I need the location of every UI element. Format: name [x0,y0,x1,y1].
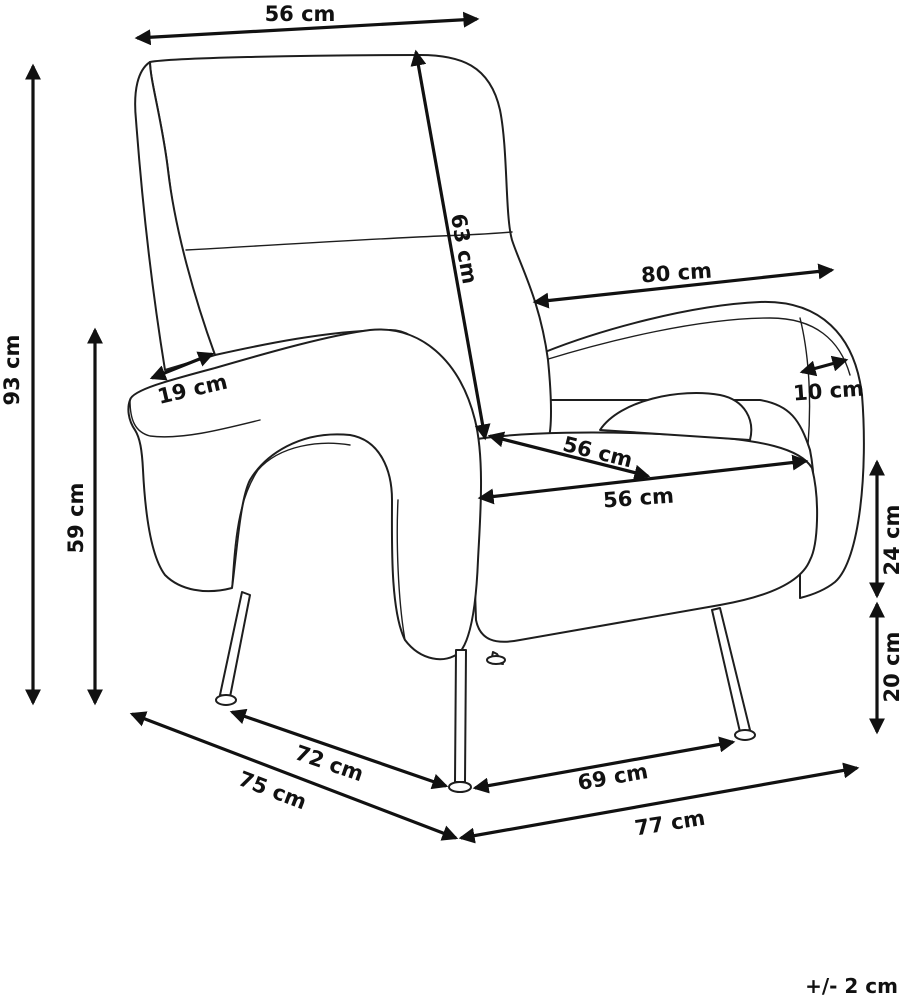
label-seat-cushion-height: 24 cm [880,505,904,576]
dim-line-armrest-width [149,351,215,381]
seat [469,431,819,643]
label-total-width: 80 cm [640,259,712,288]
label-total-length: 77 cm [633,806,707,841]
tolerance-note: +/- 2 cm [805,974,898,998]
dim-line-total-length [458,762,860,844]
label-seat-width: 56 cm [602,484,674,513]
dim-line-seat-width [477,454,809,505]
armchair-drawing [127,54,865,793]
label-backrest-width: 56 cm [265,2,336,26]
label-armrest-height: 59 cm [64,483,88,554]
dim-line-total-width [532,263,835,309]
dimension-lines [25,11,885,844]
dim-line-total-depth [129,711,459,841]
back-legs [486,651,506,665]
dim-line-backrest-height [410,49,491,441]
dim-line-armrest-thickness [799,355,849,377]
label-armrest-thickness: 10 cm [792,377,864,406]
label-leg-width: 69 cm [576,759,650,795]
dim-line-backrest-width [134,11,480,46]
label-total-depth: 75 cm [235,767,310,815]
label-seat-height: 20 cm [880,632,904,703]
label-total-height: 93 cm [0,335,24,406]
left-armrest [127,328,482,661]
